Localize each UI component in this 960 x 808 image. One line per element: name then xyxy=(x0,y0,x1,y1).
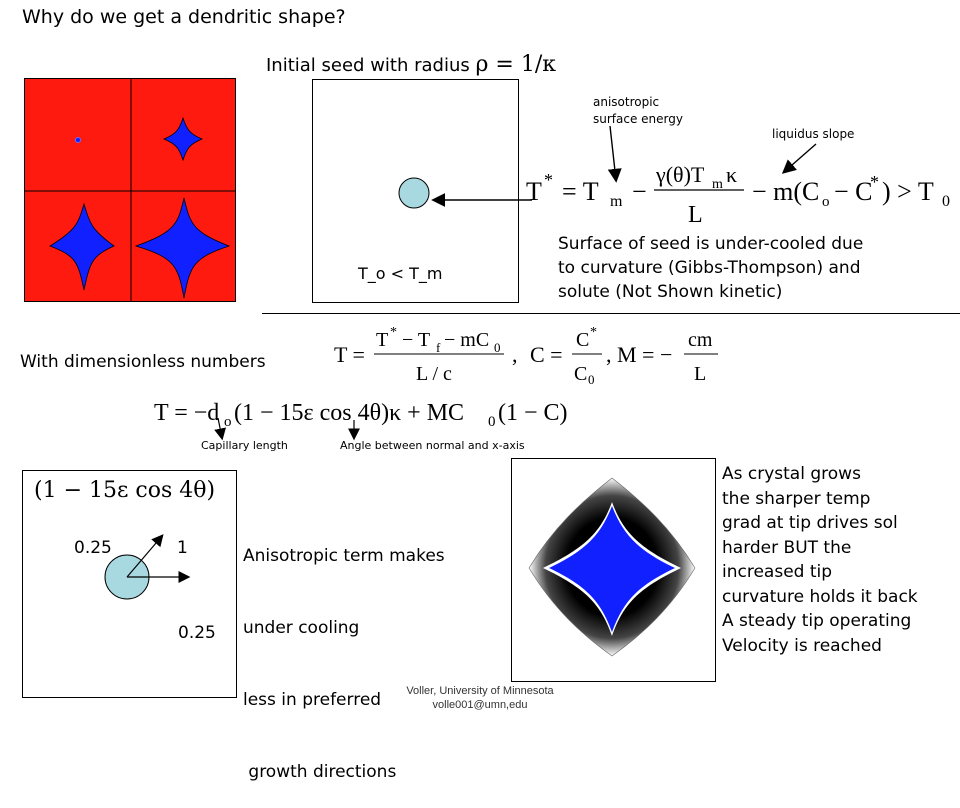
seed-circle xyxy=(398,177,430,209)
annotation-arrows xyxy=(431,125,817,207)
footer: Voller, University of Minnesota volle001… xyxy=(0,684,960,712)
svg-text:*: * xyxy=(390,325,397,340)
dimensionless-definitions: T = T * − T f − mC 0 L / c , C = C * C 0… xyxy=(334,325,718,387)
svg-text:−: − xyxy=(632,177,647,206)
svg-text:L: L xyxy=(694,363,706,385)
surface-line-2: to curvature (Gibbs-Thompson) and xyxy=(558,258,861,278)
anisotropy-formula: (1 − 15ε cos 4θ) xyxy=(34,478,216,503)
footer-author: Voller, University of Minnesota xyxy=(406,685,554,697)
anisotropic-annotation: anisotropic surface energy xyxy=(593,94,683,128)
aniso-line-2: under cooling xyxy=(243,618,360,638)
small-dendrite xyxy=(162,116,204,162)
svg-text:*: * xyxy=(544,170,553,190)
equation-arrows xyxy=(214,418,360,441)
medium-dendrite xyxy=(49,202,115,291)
anisotropic-line-1: anisotropic xyxy=(593,95,660,109)
svg-text:0: 0 xyxy=(494,340,501,355)
svg-text:L: L xyxy=(688,202,703,228)
liquidus-annotation: liquidus slope xyxy=(772,127,855,141)
svg-text:T: T xyxy=(526,177,542,206)
svg-text:0: 0 xyxy=(588,372,595,387)
crystal-line-4: harder BUT the xyxy=(722,537,852,558)
svg-text:) > T: ) > T xyxy=(882,177,934,206)
svg-text:m: m xyxy=(610,193,623,210)
svg-text:− C: − C xyxy=(834,177,873,206)
gibbs-thompson-formula: T * = T m − γ(θ)T m κ L − m(C o − C * ) … xyxy=(526,162,950,228)
crystal-blue-core xyxy=(549,506,675,632)
surface-line-1: Surface of seed is under-cooled due xyxy=(558,234,864,254)
seed-box xyxy=(312,79,519,303)
svg-text:*: * xyxy=(870,172,879,192)
svg-text:f: f xyxy=(436,340,441,355)
anisotropy-diagram xyxy=(104,534,191,600)
crystal-line-5: increased tip xyxy=(722,562,833,582)
svg-text:− m(C: − m(C xyxy=(752,177,819,206)
surface-energy-arrow xyxy=(607,125,622,183)
crystal-line-8: Velocity is reached xyxy=(722,635,882,656)
footer-email: volle001@umn,edu xyxy=(432,699,528,711)
svg-text:L / c: L / c xyxy=(416,363,452,385)
aniso-line-1: Anisotropic term makes xyxy=(243,546,445,566)
svg-text:γ(θ)T: γ(θ)T xyxy=(655,162,705,187)
section-divider xyxy=(262,313,960,314)
svg-text:= T: = T xyxy=(562,177,599,206)
crystal-line-7: A steady tip operating xyxy=(722,611,912,631)
svg-text:0: 0 xyxy=(488,414,496,430)
dimensionless-label: With dimensionless numbers xyxy=(20,352,266,372)
svg-text:T =: T = xyxy=(334,342,365,367)
svg-text:(1 − C): (1 − C) xyxy=(498,400,568,426)
aniso-line-4: growth directions xyxy=(243,762,397,782)
svg-text:*: * xyxy=(590,325,597,340)
svg-text:C =: C = xyxy=(530,342,563,367)
svg-text:C: C xyxy=(574,363,587,385)
liquidus-arrow xyxy=(781,143,817,174)
crystal-growth-text: As crystal grows the sharper temp grad a… xyxy=(722,462,918,658)
crystal-line-3: grad at tip drives sol xyxy=(722,513,898,533)
capillary-arrow xyxy=(214,418,227,441)
seed-condition: T_o < T_m xyxy=(358,264,443,283)
svg-text:(1 − 15ε cos 4θ)κ + MC: (1 − 15ε cos 4θ)κ + MC xyxy=(234,400,464,426)
label-one: 1 xyxy=(177,538,188,558)
dendrite-growth-panels xyxy=(24,78,236,302)
slide-title: Why do we get a dendritic shape? xyxy=(22,6,346,28)
small-seed xyxy=(75,137,81,143)
svg-text:, M = −: , M = − xyxy=(606,342,672,367)
svg-text:− T: − T xyxy=(402,329,430,351)
svg-text:0: 0 xyxy=(942,193,950,210)
seed-radius-formula: ρ = 1/κ xyxy=(475,52,557,77)
label-horizontal: 0.25 xyxy=(178,623,216,643)
crystal-line-6: curvature holds it back xyxy=(722,586,918,607)
svg-text:,: , xyxy=(512,342,518,367)
svg-text:κ: κ xyxy=(726,162,737,187)
undercooling-equation: T = −d o (1 − 15ε cos 4θ)κ + MC 0 (1 − C… xyxy=(154,400,568,430)
capillary-caption: Capillary length xyxy=(201,439,288,452)
crystal-simulation xyxy=(528,477,696,657)
svg-text:C: C xyxy=(576,329,589,351)
label-diagonal: 0.25 xyxy=(74,538,112,558)
surface-undercooling-text: Surface of seed is under-cooled due to c… xyxy=(558,232,863,304)
diagonal-arrow xyxy=(126,534,164,578)
angle-caption: Angle between normal and x-axis xyxy=(340,439,525,452)
svg-text:T: T xyxy=(376,329,388,351)
seed-heading: Initial seed with radius ρ = 1/κ xyxy=(266,52,556,77)
large-dendrite xyxy=(134,197,231,299)
anisotropic-term-text: Anisotropic term makes under cooling les… xyxy=(243,496,445,808)
svg-text:o: o xyxy=(822,194,830,210)
anisotropic-line-2: surface energy xyxy=(593,112,683,126)
seed-diagram xyxy=(398,177,430,209)
aniso-line-3: less in preferred xyxy=(243,690,382,710)
svg-text:T = −d: T = −d xyxy=(154,400,219,426)
red-panel-background xyxy=(24,78,236,302)
svg-text:cm: cm xyxy=(688,329,713,351)
surface-line-3: solute (Not Shown kinetic) xyxy=(558,282,783,302)
crystal-line-1: As crystal grows xyxy=(722,464,861,484)
crystal-line-2: the sharper temp xyxy=(722,488,871,509)
seed-heading-text: Initial seed with radius xyxy=(266,55,470,76)
svg-text:− mC: − mC xyxy=(444,329,489,351)
svg-text:m: m xyxy=(712,177,723,192)
svg-text:o: o xyxy=(224,414,232,430)
